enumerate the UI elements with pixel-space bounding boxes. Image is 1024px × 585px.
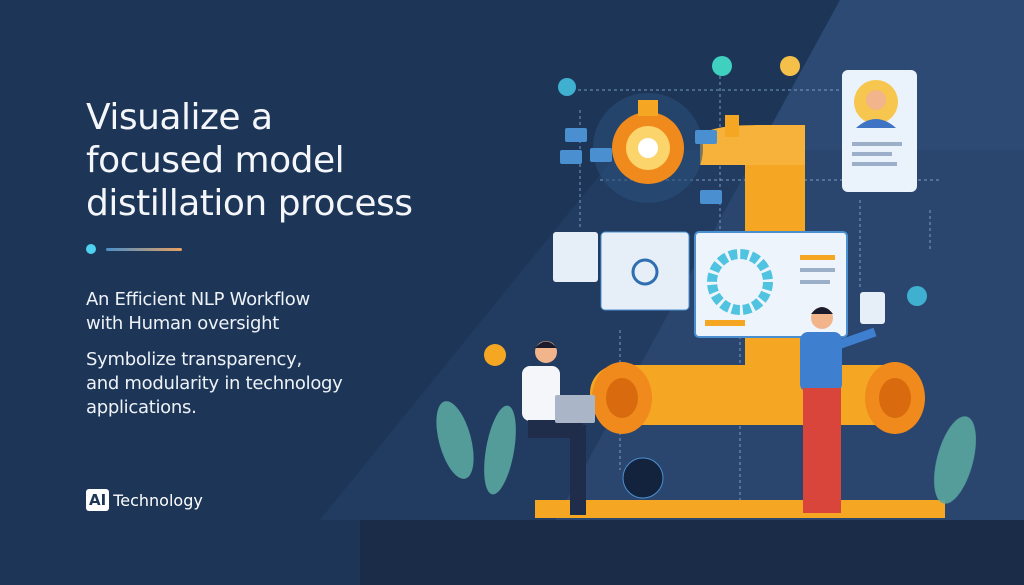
ai-badge: AI xyxy=(86,489,110,511)
body-line: Symbolize transparency, xyxy=(86,349,302,370)
body-line: applications. xyxy=(86,397,197,418)
page-title: Visualize a focused model distillation p… xyxy=(86,96,413,225)
subtitle-line: An Efficient NLP Workflow xyxy=(86,289,310,310)
core-gear-icon xyxy=(593,93,703,203)
body-line: and modularity in technology xyxy=(86,373,343,394)
person-sitting xyxy=(522,341,664,515)
profile-card xyxy=(842,70,917,192)
subtitle-line: with Human oversight xyxy=(86,313,279,334)
divider xyxy=(86,244,182,254)
subtitle: An Efficient NLP Workflow with Human ove… xyxy=(86,288,310,336)
dashboard-large xyxy=(694,231,848,338)
brand-logo: AI Technology xyxy=(86,489,203,511)
title-line: distillation process xyxy=(86,183,413,224)
dashboard-small xyxy=(553,231,690,311)
title-line: Visualize a xyxy=(86,97,273,138)
title-line: focused model xyxy=(86,140,345,181)
person-standing xyxy=(800,307,877,513)
brand-label: Technology xyxy=(113,490,203,510)
body-text: Symbolize transparency, and modularity i… xyxy=(86,348,343,420)
floor xyxy=(360,520,1024,585)
